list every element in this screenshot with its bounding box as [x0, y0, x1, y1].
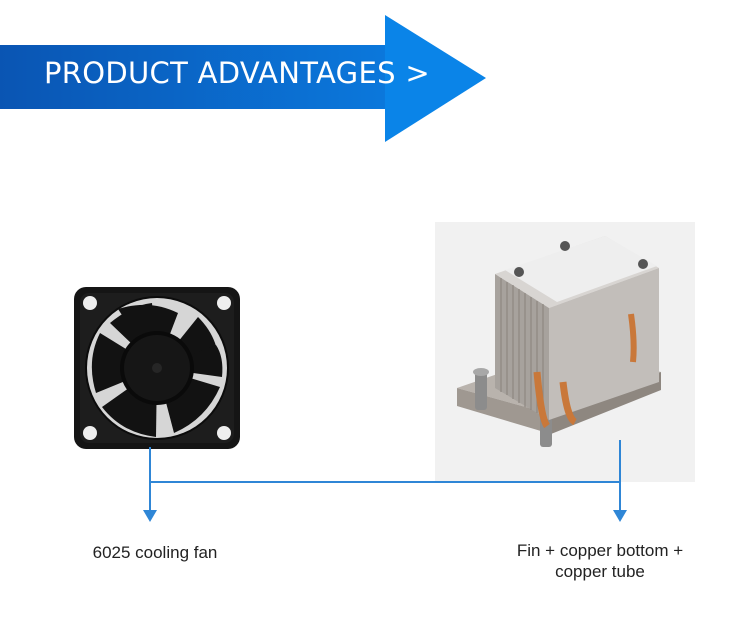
- arrow-down-icon: [143, 510, 157, 522]
- arrow-down-icon: [613, 510, 627, 522]
- chevron-right-icon: >: [405, 56, 430, 90]
- heatsink-image: [435, 222, 695, 482]
- fan-caption: 6025 cooling fan: [92, 543, 218, 562]
- heatsink-caption-line-2: copper tube: [555, 562, 645, 581]
- section-title: PRODUCT ADVANTAGES >: [44, 56, 430, 90]
- header-banner: PRODUCT ADVANTAGES >: [0, 0, 750, 160]
- heatsink-caption-line-1: Fin + copper bottom +: [516, 541, 684, 560]
- banner-arrow-shape: [0, 15, 486, 142]
- cooling-fan-image: [70, 283, 245, 453]
- heatsink-caption: Fin + copper bottom + copper tube: [490, 540, 710, 582]
